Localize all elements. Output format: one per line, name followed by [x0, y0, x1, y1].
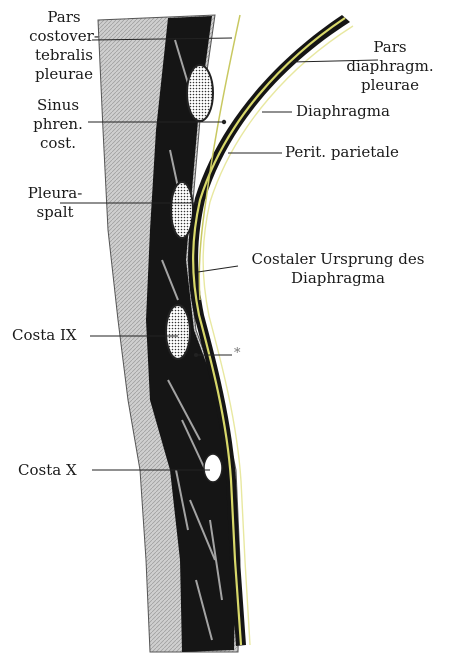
- rib-costa-x: [204, 454, 222, 482]
- label-pleuraspalt: Pleura- spalt: [25, 184, 85, 222]
- label-asterisk: *: [234, 344, 241, 363]
- label-line: phren.: [30, 115, 86, 134]
- label-line: tebralis: [28, 46, 100, 65]
- label-costa-x: Costa X: [18, 461, 77, 480]
- label-line: Pars: [28, 8, 100, 27]
- label-pars-diaphragm: Pars diaphragm. pleurae: [336, 38, 444, 95]
- leader-dot-asterisk: [194, 353, 198, 357]
- label-line: Sinus: [30, 96, 86, 115]
- label-sinus-phren: Sinus phren. cost.: [30, 96, 86, 153]
- leader-dot-sinus: [222, 120, 226, 124]
- rib-middle: [171, 182, 193, 238]
- label-line: diaphragm.: [336, 57, 444, 76]
- label-line: spalt: [25, 203, 85, 222]
- label-line: Diaphragma: [238, 269, 438, 288]
- label-perit-parietale: Perit. parietale: [285, 143, 399, 162]
- label-line: pleurae: [336, 76, 444, 95]
- rib-upper: [187, 65, 213, 121]
- leader-costaler: [198, 266, 238, 272]
- label-pars-costovertebralis: Pars costover- tebralis pleurae: [28, 8, 100, 84]
- label-line: pleurae: [28, 65, 100, 84]
- label-line: cost.: [30, 134, 86, 153]
- label-line: Costaler Ursprung des: [238, 250, 438, 269]
- label-costa-ix: Costa IX: [12, 326, 77, 345]
- label-costaler-ursprung: Costaler Ursprung des Diaphragma: [238, 250, 438, 288]
- label-line: Pleura-: [25, 184, 85, 203]
- label-line: costover-: [28, 27, 100, 46]
- label-diaphragma: Diaphragma: [296, 102, 390, 121]
- rib-costa-ix: [166, 305, 190, 359]
- label-line: Pars: [336, 38, 444, 57]
